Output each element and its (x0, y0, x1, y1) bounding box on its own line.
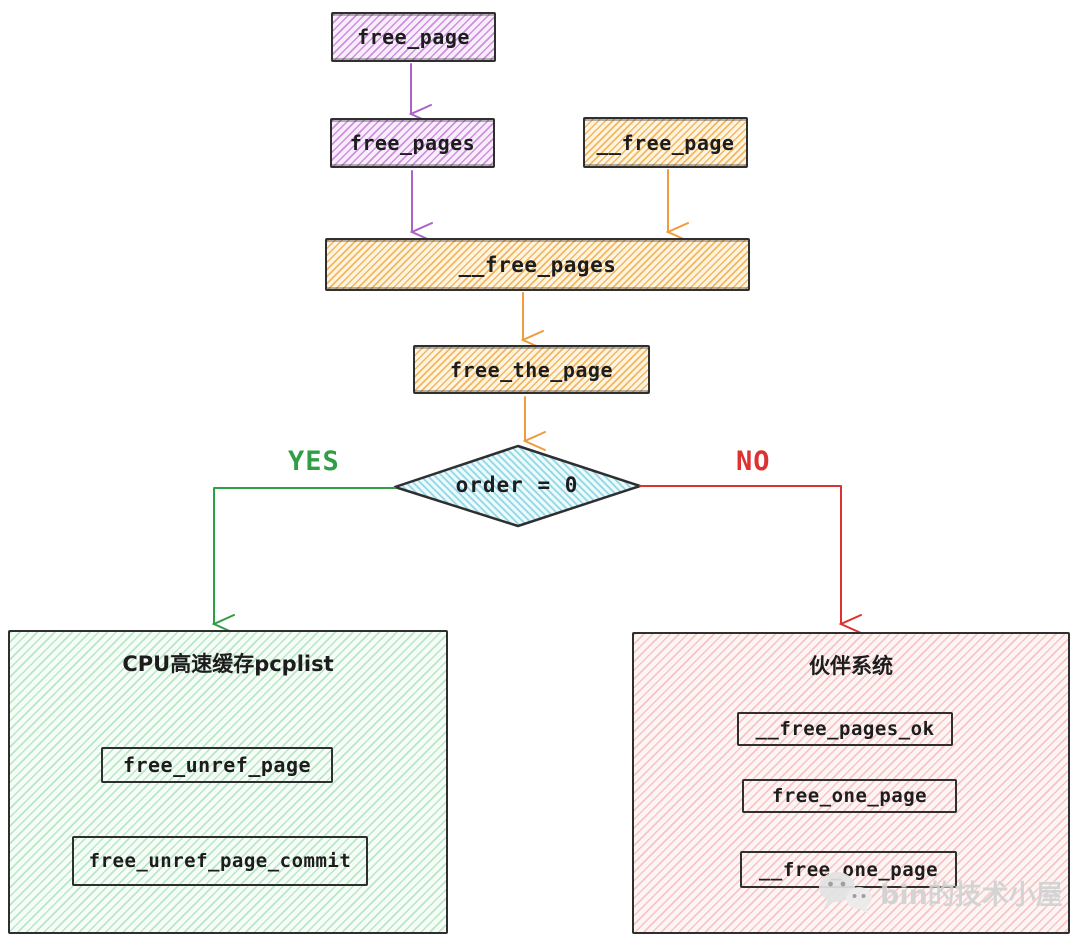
node-free-the-page: free_the_page (413, 345, 650, 394)
node-free-page-label: free_page (357, 25, 470, 49)
watermark-text: bin的技术小屋 (880, 879, 1063, 911)
node-free-pages-label: free_pages (349, 131, 476, 155)
wechat-icon (819, 872, 872, 914)
node-free-one-page: free_one_page (742, 779, 957, 813)
node-free-the-page-label: free_the_page (449, 357, 614, 382)
node-dunder-free-one-page-label: __free_one_page (758, 858, 939, 881)
group-buddy-system: 伙伴系统 __free_pages_ok free_one_page __fre… (632, 632, 1070, 934)
arrow-yes-branch (214, 487, 396, 624)
group-pcplist-title: CPU高速缓存pcplist (122, 652, 334, 676)
group-pcplist: CPU高速缓存pcplist free_unref_page free_unre… (8, 630, 448, 934)
label-yes: YES (288, 446, 340, 477)
node-free-unref-page-commit-label: free_unref_page_commit (88, 850, 352, 872)
node-free-one-page-label: free_one_page (771, 785, 928, 807)
node-free-unref-page: free_unref_page (101, 747, 333, 783)
node-dunder-free-pages-label: __free_pages (458, 252, 617, 277)
watermark: bin的技术小屋 (816, 868, 1063, 916)
group-buddy-system-title: 伙伴系统 (809, 654, 893, 678)
node-dunder-free-page: __free_page (583, 117, 748, 168)
decision-label: order = 0 (455, 473, 579, 497)
arrow-no-branch (639, 485, 841, 624)
node-free-unref-page-commit: free_unref_page_commit (72, 836, 368, 886)
node-dunder-free-page-label: __free_page (596, 130, 735, 155)
label-no: NO (736, 446, 771, 477)
node-free-pages: free_pages (330, 118, 495, 168)
node-free-unref-page-label: free_unref_page (122, 753, 312, 777)
node-dunder-free-pages-ok-label: __free_pages_ok (755, 718, 935, 740)
node-dunder-free-pages: __free_pages (325, 238, 750, 291)
node-dunder-free-pages-ok: __free_pages_ok (737, 712, 953, 746)
node-free-page: free_page (331, 12, 496, 62)
